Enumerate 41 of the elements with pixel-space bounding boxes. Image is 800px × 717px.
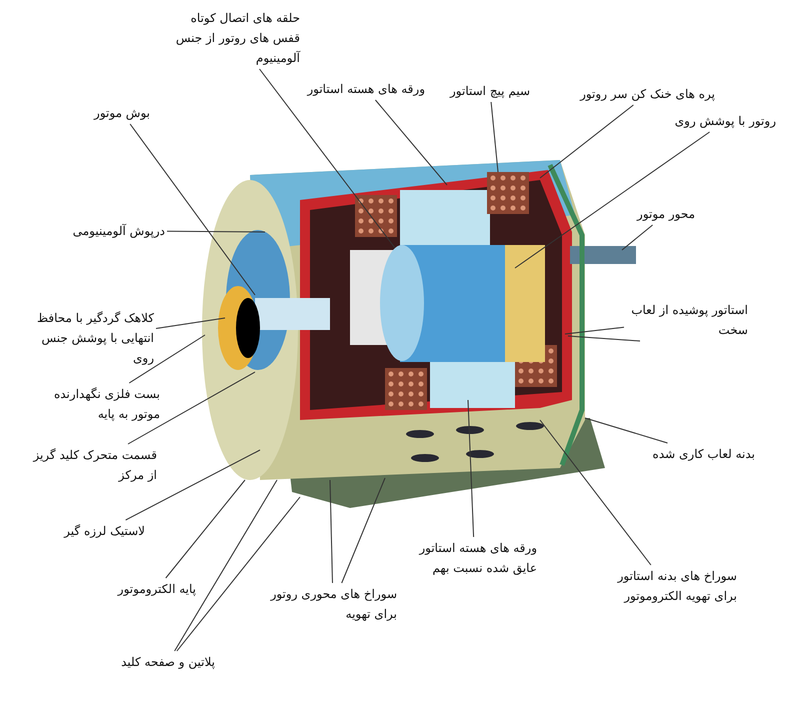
leader-line: [374, 100, 448, 186]
leader-line: [128, 334, 206, 384]
callout-label: پایه الکتروموتور: [118, 579, 196, 599]
callout-label: بست فلزی نگهدارنده موتور به پایه: [32, 384, 160, 424]
callout-label: حلقه های اتصال کوتاه قفس های روتور از جنس آلومینیوم: [172, 8, 300, 68]
leader-line: [341, 478, 386, 584]
leader-line: [130, 124, 256, 296]
leader-line: [174, 480, 278, 652]
leader-line: [330, 480, 333, 584]
callout-label: درپوش آلومینیومی: [72, 221, 165, 241]
leader-line: [125, 450, 260, 520]
leader-line: [540, 104, 634, 178]
callout-label: ورقه های هسته استاتور عایق شده نسبت بهم: [412, 538, 537, 578]
leader-line: [166, 230, 266, 232]
callout-label: سوراخ های بدنه استاتور برای تهویه الکتروموتور: [597, 566, 737, 606]
callout-label: کلاهک گردگیر با محافظ انتهایی با پوشش جنس روی: [32, 308, 154, 368]
leader-line: [468, 400, 474, 538]
callout-label: لاستیک لرزه گیر: [64, 521, 145, 541]
leader-line: [540, 420, 652, 566]
callout-label: روتور با پوشش روی: [674, 111, 776, 131]
leader-line: [514, 132, 710, 268]
callout-label: پره های خنک کن سر روتور: [580, 84, 715, 104]
callout-label: قسمت متحرک کلید گریز از مرکز: [25, 445, 157, 485]
callout-label: بدنه لعاب کاری شده: [652, 444, 755, 464]
leader-line: [564, 326, 624, 334]
callout-label: بوش موتور: [94, 103, 150, 123]
leader-line: [128, 372, 256, 444]
callout-label: ورقه های هسته استاتور: [307, 79, 425, 99]
callout-label: سوراخ های محوری روتور برای تهویه: [269, 584, 397, 624]
leader-line: [176, 496, 300, 652]
leader-line: [568, 336, 640, 342]
callout-label: پلاتین و صفحه کلید: [121, 652, 215, 672]
leader-line: [259, 68, 396, 248]
leader-line: [156, 318, 226, 329]
leader-line: [584, 418, 668, 444]
leader-line: [165, 480, 246, 578]
callout-label: سیم پیچ استاتور: [450, 81, 530, 101]
leader-line: [490, 102, 498, 172]
callout-label: محور موتور: [637, 204, 695, 224]
leader-line: [622, 224, 654, 250]
callout-label: استاتور پوشیده از لعاب سخت: [626, 300, 748, 340]
